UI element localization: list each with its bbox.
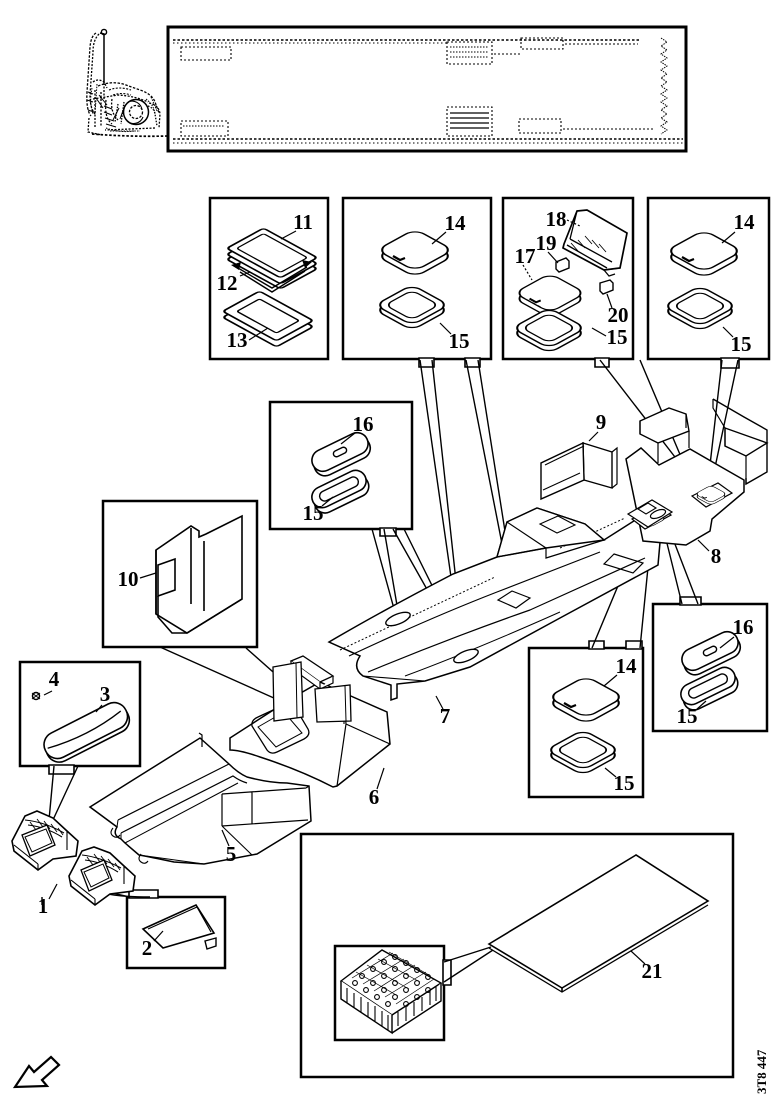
svg-text:9: 9 bbox=[596, 410, 607, 434]
svg-text:8: 8 bbox=[711, 544, 722, 568]
svg-text:14: 14 bbox=[616, 654, 638, 678]
svg-text:15: 15 bbox=[731, 332, 752, 356]
svg-text:15: 15 bbox=[614, 771, 635, 795]
svg-text:13: 13 bbox=[227, 328, 248, 352]
svg-text:10: 10 bbox=[118, 567, 139, 591]
svg-text:16: 16 bbox=[353, 412, 374, 436]
svg-text:16: 16 bbox=[733, 615, 754, 639]
svg-text:17: 17 bbox=[515, 244, 536, 268]
svg-text:20: 20 bbox=[608, 303, 629, 327]
svg-text:15: 15 bbox=[303, 501, 324, 525]
svg-text:2: 2 bbox=[142, 936, 153, 960]
svg-text:4: 4 bbox=[49, 667, 60, 691]
svg-text:3: 3 bbox=[100, 682, 111, 706]
svg-text:5: 5 bbox=[226, 842, 237, 866]
svg-text:11: 11 bbox=[293, 210, 313, 234]
svg-text:15: 15 bbox=[449, 329, 470, 353]
svg-text:1: 1 bbox=[38, 894, 49, 918]
svg-text:19: 19 bbox=[536, 231, 557, 255]
svg-text:21: 21 bbox=[642, 959, 663, 983]
svg-text:15: 15 bbox=[607, 325, 628, 349]
svg-text:6: 6 bbox=[369, 785, 380, 809]
svg-text:14: 14 bbox=[445, 211, 467, 235]
svg-text:7: 7 bbox=[440, 704, 451, 728]
svg-text:18: 18 bbox=[546, 207, 567, 231]
svg-text:15: 15 bbox=[677, 704, 698, 728]
svg-text:12: 12 bbox=[217, 271, 238, 295]
svg-text:14: 14 bbox=[734, 210, 756, 234]
svg-text:3T8 447: 3T8 447 bbox=[754, 1049, 769, 1094]
